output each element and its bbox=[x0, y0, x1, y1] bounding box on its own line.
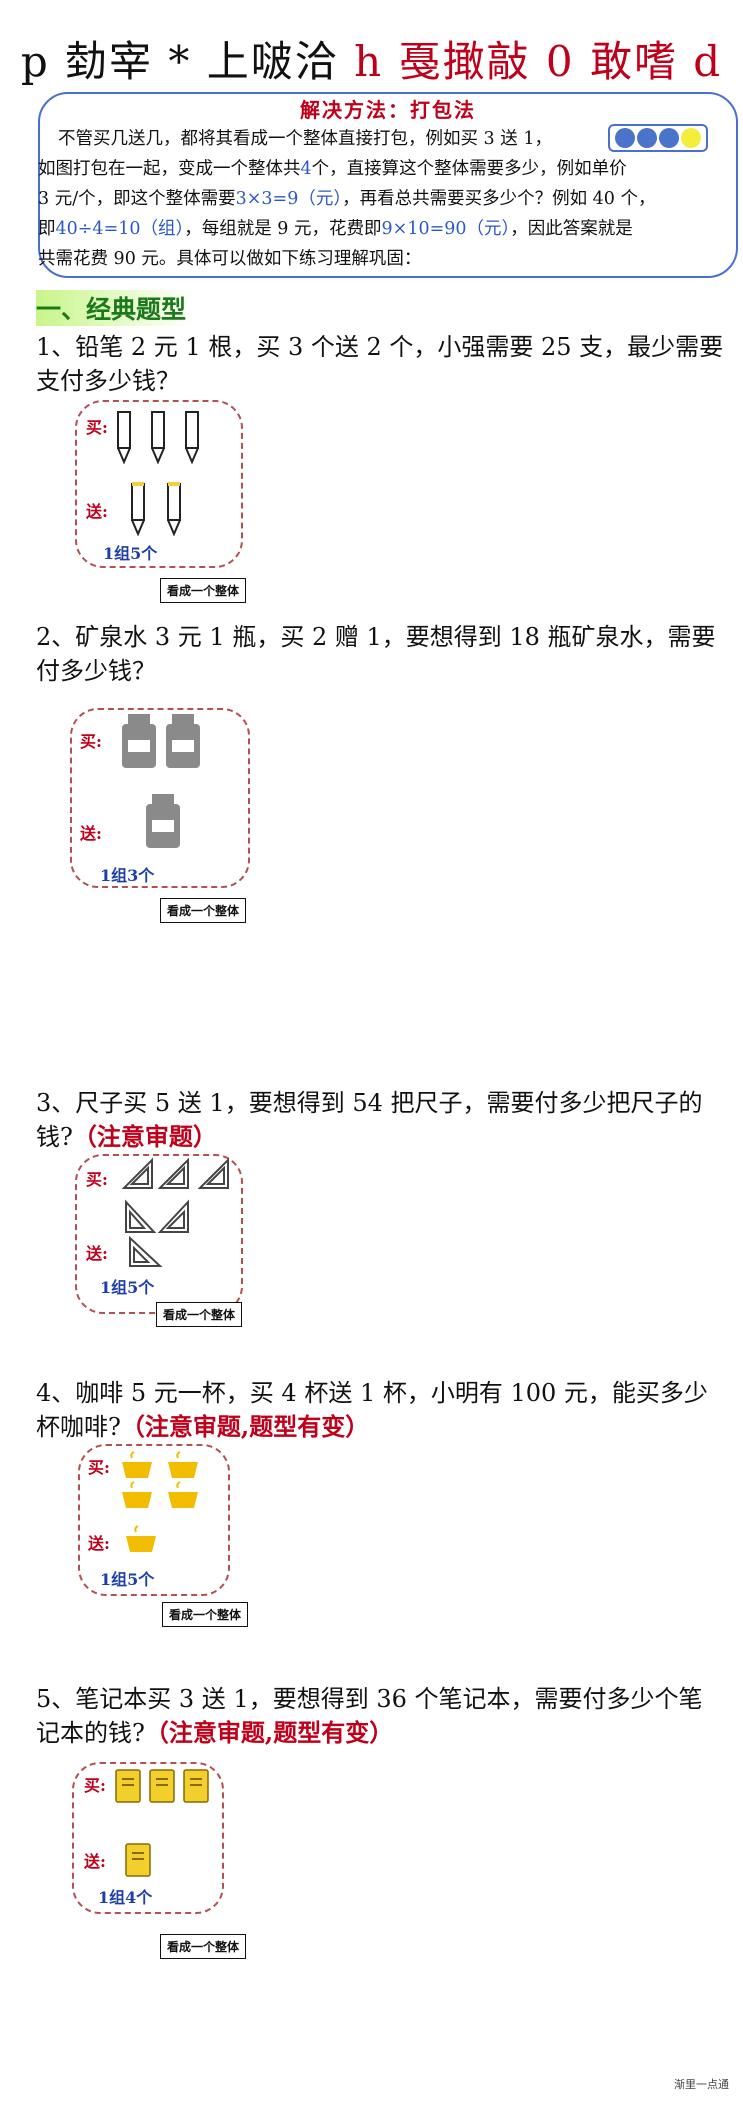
buy-label: 买: bbox=[86, 1170, 108, 1189]
blue-dot-icon bbox=[659, 128, 679, 148]
buy-label: 买: bbox=[84, 1776, 106, 1795]
give-label: 送: bbox=[84, 1852, 106, 1871]
method-line-4: 即40÷4=10（组），每组就是 9 元，花费即9×10=90（元），因此答案就… bbox=[38, 219, 633, 239]
group-label: 1组5个 bbox=[103, 544, 158, 563]
callout: 看成一个整体 bbox=[156, 1302, 243, 1327]
callout: 看成一个整体 bbox=[162, 1602, 249, 1627]
group-label: 1组3个 bbox=[100, 866, 155, 885]
method-line-1: 不管买几送几，都将其看成一个整体直接打包，例如买 3 送 1， bbox=[58, 129, 552, 149]
notebook-icon bbox=[115, 1769, 209, 1803]
callout: 看成一个整体 bbox=[160, 578, 247, 603]
group-label: 1组5个 bbox=[100, 1278, 155, 1297]
give-label: 送: bbox=[88, 1534, 110, 1553]
title-part-1: p 勎宰 * 上啵洽 bbox=[20, 37, 339, 86]
page-title: p 勎宰 * 上啵洽 h 戞撖敲 0 敢嗜 d bbox=[0, 28, 743, 89]
callout: 看成一个整体 bbox=[160, 898, 247, 923]
coffee-cup-icon bbox=[126, 1525, 156, 1552]
pencil-icon bbox=[117, 411, 199, 464]
bundle-box-2 bbox=[70, 708, 250, 888]
give-label: 送: bbox=[80, 824, 102, 843]
method-line-5: 共需花费 90 元。具体可以做如下练习理解巩固： bbox=[38, 249, 422, 269]
section-title: 一、经典题型 bbox=[36, 290, 195, 326]
yellow-dot-icon bbox=[681, 128, 701, 148]
method-box bbox=[38, 92, 738, 278]
buy-label: 买: bbox=[88, 1458, 110, 1477]
bundle-box-4 bbox=[78, 1444, 230, 1596]
callout: 看成一个整体 bbox=[160, 1934, 247, 1959]
buy-label: 买: bbox=[86, 418, 108, 437]
blue-dot-icon bbox=[615, 128, 635, 148]
group-label: 1组4个 bbox=[98, 1888, 153, 1907]
question-1: 1、铅笔 2 元 1 根，买 3 个送 2 个，小强需要 25 支，最少需要 支… bbox=[36, 333, 724, 395]
method-line-3: 3 元/个，即这个整体需要3×3=9（元），再看总共需要买多少个？例如 40 个… bbox=[38, 189, 656, 209]
give-label: 送: bbox=[86, 502, 108, 521]
give-label: 送: bbox=[86, 1244, 108, 1263]
triangle-ruler-icon bbox=[121, 1157, 229, 1233]
blue-dot-icon bbox=[637, 128, 657, 148]
triangle-ruler-icon bbox=[129, 1235, 163, 1267]
title-part-2: h 戞撖敲 0 敢嗜 d bbox=[354, 37, 723, 86]
question-2: 2、矿泉水 3 元 1 瓶，买 2 赠 1，要想得到 18 瓶矿泉水，需要 付多… bbox=[36, 623, 716, 685]
bundle-box-1 bbox=[75, 400, 243, 568]
question-4: 4、咖啡 5 元一杯，买 4 杯送 1 杯，小明有 100 元，能买多少 杯咖啡… bbox=[36, 1379, 708, 1441]
buy-label: 买: bbox=[80, 732, 102, 751]
pencil-icon bbox=[131, 482, 181, 536]
bundle-dots bbox=[608, 124, 708, 152]
group-label: 1组5个 bbox=[100, 1570, 155, 1589]
bundle-box-5 bbox=[72, 1762, 224, 1914]
method-title: 解决方法：打包法 bbox=[300, 98, 476, 122]
bottle-icon bbox=[122, 714, 200, 768]
coffee-cup-icon bbox=[122, 1451, 198, 1508]
bottle-icon bbox=[146, 794, 180, 848]
notebook-icon bbox=[125, 1843, 151, 1877]
footer-watermark: 渐里一点通 bbox=[674, 2078, 729, 2091]
question-3: 3、尺子买 5 送 1，要想得到 54 把尺子，需要付多少把尺子的 钱?（注意审… bbox=[36, 1089, 703, 1151]
question-5: 5、笔记本买 3 送 1，要想得到 36 个笔记本，需要付多少个笔 记本的钱?（… bbox=[36, 1685, 703, 1747]
method-line-2: 如图打包在一起，变成一个整体共4个，直接算这个整体需要多少，例如单价 bbox=[38, 159, 627, 179]
